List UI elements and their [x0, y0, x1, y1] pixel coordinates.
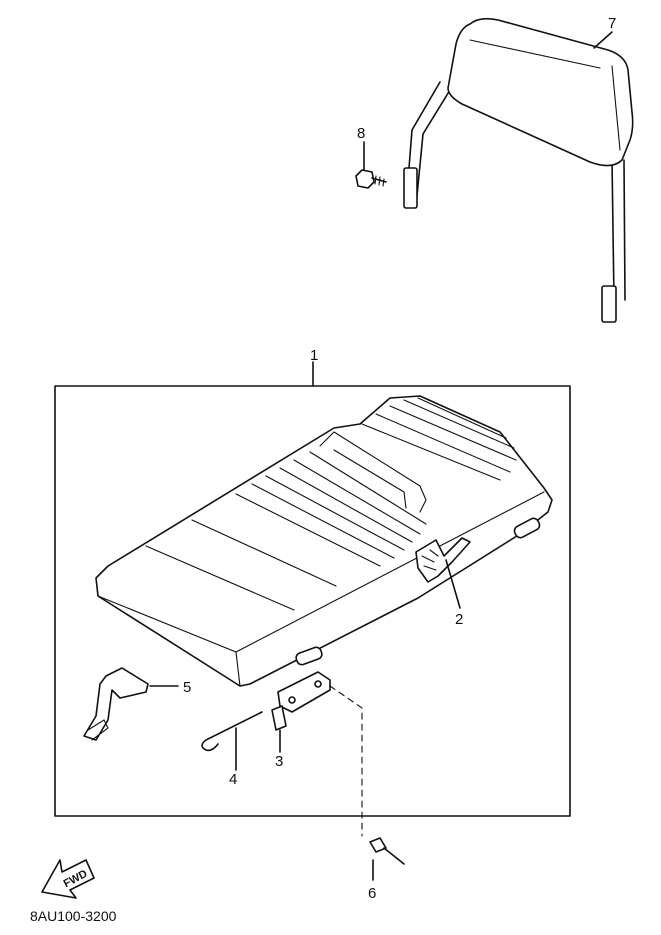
callout-7-leader [593, 31, 613, 49]
latch-bracket-part [83, 667, 179, 741]
callout-2: 2 [455, 611, 463, 628]
callout-1: 1 [310, 347, 318, 364]
seat-part [95, 395, 553, 687]
callout-8: 8 [357, 125, 365, 142]
fwd-arrow-icon: FWD [41, 859, 95, 899]
callout-4: 4 [229, 771, 237, 788]
hinge-part [271, 671, 331, 753]
emblem-part [415, 537, 471, 609]
callout-6: 6 [368, 885, 376, 902]
diagram-code: 8AU100-3200 [30, 908, 117, 924]
spring-rod-part [201, 711, 263, 771]
callout-5: 5 [183, 679, 191, 696]
bolt-part [355, 169, 387, 189]
pin-leader-dashed [329, 685, 363, 837]
backrest-part [403, 17, 634, 323]
callout-7: 7 [608, 15, 616, 32]
pin-part [369, 837, 405, 881]
callout-3: 3 [275, 753, 283, 770]
